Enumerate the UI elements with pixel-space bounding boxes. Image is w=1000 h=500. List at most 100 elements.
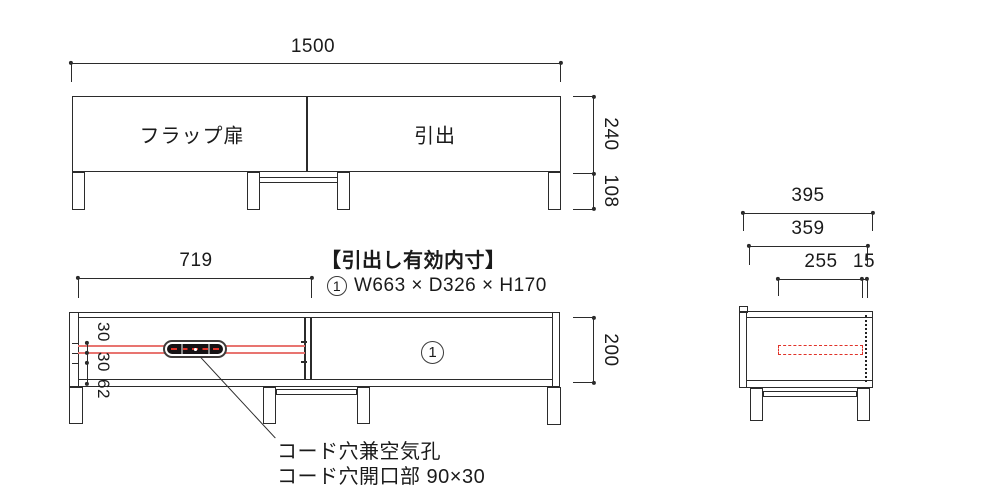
dimension-line-255-15 (778, 279, 867, 281)
leg (263, 387, 276, 424)
inner-bottom-line (78, 379, 553, 381)
leg (357, 387, 370, 424)
dimension-endpoint (746, 243, 752, 249)
dimension-endpoint (591, 206, 596, 212)
section-divider-right (310, 317, 312, 380)
extension-line (866, 279, 868, 298)
extension-line (861, 279, 863, 298)
extension-line (560, 63, 562, 82)
extension-line (70, 63, 72, 82)
cabinet-front-divider (306, 96, 308, 172)
cord-hole-tick (181, 344, 183, 354)
dimension-endpoint (84, 340, 90, 346)
front-face-dotted-line (865, 315, 867, 382)
dimension-label-62: 62 (94, 379, 113, 399)
dimension-label-255: 255 (804, 251, 838, 272)
dimension-line-vertical (593, 96, 595, 209)
divider-tick (301, 341, 307, 343)
drawer-mark-circled-one: 1 (421, 341, 444, 364)
inner-top-line (78, 317, 553, 319)
dimension-endpoint (870, 210, 876, 216)
extension-line (867, 246, 869, 265)
cord-hole-note-line2: コード穴開口部 90×30 (277, 466, 486, 488)
dimension-endpoint (775, 276, 781, 282)
flap-door-label: フラップ扉 (139, 125, 245, 148)
back-panel-notch (739, 306, 748, 313)
leg (69, 387, 83, 424)
cord-hole-tick (208, 344, 210, 354)
dimension-label-200: 200 (600, 333, 621, 367)
dimension-endpoint (558, 60, 564, 66)
dimension-endpoint (591, 94, 596, 99)
leg-rail (763, 391, 857, 397)
section-divider-left (304, 317, 306, 380)
leg (548, 172, 561, 210)
dimension-line-359 (749, 246, 868, 248)
cabinet-section-outline (69, 312, 560, 387)
cabinet-front-outline (72, 96, 561, 172)
dimension-endpoint (75, 275, 81, 281)
extension-line (872, 213, 874, 231)
extension-line (77, 278, 79, 298)
inner-top-line (747, 317, 873, 319)
extension-line (748, 246, 750, 265)
leg (337, 172, 350, 210)
dimension-endpoint (84, 350, 90, 356)
cord-hole-side-dashed (778, 345, 863, 355)
dimension-label-108: 108 (600, 174, 621, 208)
extension-line (573, 209, 594, 211)
leg (750, 388, 763, 421)
drawer-label: 引出 (414, 125, 456, 148)
leg (547, 387, 561, 425)
dimension-line-719 (78, 278, 312, 280)
dimension-endpoint (591, 380, 596, 385)
dimension-endpoint (591, 315, 596, 320)
dimension-endpoint (68, 60, 74, 66)
edge-tick (72, 362, 78, 364)
dimension-label-719: 719 (179, 250, 213, 271)
dimension-endpoint (864, 276, 870, 282)
cord-hole-note-line1: コード穴兼空気孔 (277, 441, 441, 463)
edge-tick (72, 352, 78, 354)
inner-dims-title: 【引出し有効内寸】 (321, 250, 506, 272)
extension-line (573, 96, 594, 98)
extension-line (311, 278, 313, 298)
dimension-line-395 (743, 213, 873, 215)
dimension-label-395: 395 (791, 185, 825, 206)
dimension-endpoint (309, 275, 315, 281)
dimension-endpoint (84, 360, 90, 366)
drawer-inner-spec: 1 W663 × D326 × H170 (327, 275, 547, 297)
extension-line (573, 382, 594, 384)
inner-left-line (77, 312, 79, 387)
inner-right-line (552, 312, 554, 387)
drawer-inner-spec-text: W663 × D326 × H170 (354, 275, 547, 296)
dimension-label-1500: 1500 (290, 36, 336, 57)
dimension-label-30b: 30 (94, 352, 113, 372)
divider-tick (301, 361, 307, 363)
dimension-endpoint (591, 171, 596, 176)
dimension-label-359: 359 (791, 218, 825, 239)
back-panel-line (746, 311, 748, 388)
dimension-endpoint (859, 276, 865, 282)
extension-line (742, 213, 744, 231)
leg-stretcher (259, 177, 338, 183)
circled-one-icon: 1 (327, 276, 347, 296)
leg (72, 172, 85, 210)
dimension-line-1500 (71, 63, 561, 65)
extension-line (573, 173, 594, 175)
leg-stretcher (276, 389, 357, 395)
dimension-label-30a: 30 (94, 322, 113, 342)
cord-hole-center-dot (194, 348, 197, 351)
dimension-endpoint (740, 210, 746, 216)
dimension-label-15: 15 (852, 251, 876, 272)
extension-line (777, 279, 779, 296)
inner-bottom-line (747, 380, 873, 382)
leg (857, 388, 870, 421)
dimension-label-240: 240 (600, 117, 621, 151)
extension-line (573, 317, 594, 319)
dimension-endpoint (84, 381, 90, 387)
dimension-line-vertical (593, 317, 595, 383)
edge-tick (72, 342, 78, 344)
dimension-endpoint (865, 243, 871, 249)
